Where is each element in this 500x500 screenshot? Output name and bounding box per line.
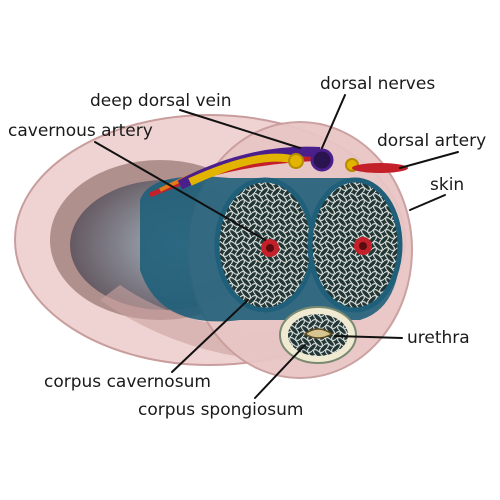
leader-corpus-cavernosum [171, 299, 249, 373]
corpus-spongiosum [279, 306, 357, 364]
leader-dorsal-nerves [321, 94, 346, 149]
label-deep-dorsal-vein: deep dorsal vein [90, 91, 232, 111]
leader-corpus-spongiosum [254, 344, 306, 399]
leader-skin [409, 194, 446, 211]
label-cavernous-artery: cavernous artery [8, 121, 153, 141]
label-skin: skin [430, 175, 464, 195]
label-dorsal-nerves: dorsal nerves [320, 74, 435, 94]
label-dorsal-artery: dorsal artery [377, 131, 486, 151]
label-corpus-cavernosum: corpus cavernosum [44, 372, 211, 392]
corpus-cavernosum-left [214, 177, 316, 313]
label-urethra: urethra [407, 328, 470, 348]
leader-cavernous-artery [94, 141, 266, 241]
dorsal-vessels [148, 146, 408, 198]
labels: deep dorsal vein dorsal nerves cavernous… [8, 74, 486, 420]
leader-deep-dorsal-vein [179, 109, 301, 149]
leader-lines [94, 94, 459, 399]
label-corpus-spongiosum: corpus spongiosum [138, 400, 304, 420]
leader-dorsal-artery [399, 151, 459, 169]
leader-urethra [334, 335, 403, 339]
corpus-cavernosum-right [307, 177, 403, 313]
